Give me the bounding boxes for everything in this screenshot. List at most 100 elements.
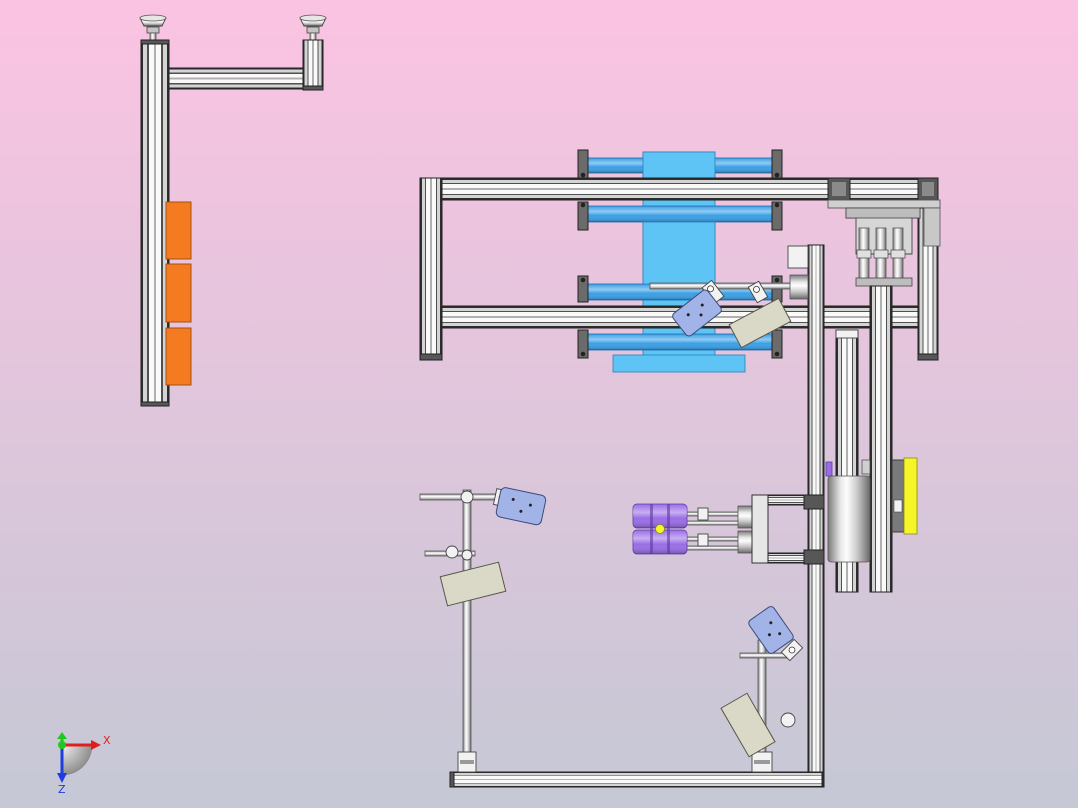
foot-pad-top[interactable] <box>299 14 327 22</box>
upper-blue-camera[interactable] <box>671 279 725 337</box>
foot-nut[interactable] <box>146 26 160 34</box>
top-horizontal-arm[interactable] <box>168 67 304 90</box>
drive-vertical-profile-a[interactable] <box>869 285 893 593</box>
camera-support-rod[interactable] <box>649 282 793 290</box>
leveling-foot-left[interactable] <box>139 14 167 41</box>
rod-clamp[interactable] <box>445 545 459 559</box>
frame-side-plate[interactable] <box>751 494 769 564</box>
camera-body[interactable] <box>671 288 723 337</box>
mount-bracket[interactable] <box>577 329 589 359</box>
x-axis-head[interactable] <box>91 740 101 750</box>
orange-block-3[interactable] <box>165 327 192 386</box>
bolt-nut <box>873 249 889 259</box>
stand-vertical-rod[interactable] <box>462 489 472 773</box>
rod[interactable] <box>686 536 740 542</box>
short-profile-end-cap[interactable] <box>302 85 324 91</box>
bracket-knob <box>753 286 760 293</box>
left-hanging-frame[interactable] <box>139 14 327 407</box>
rod-connector[interactable] <box>697 533 709 547</box>
y-axis-arrow[interactable] <box>57 732 67 749</box>
mount-bracket[interactable] <box>771 201 783 231</box>
small-block[interactable] <box>861 459 871 475</box>
y-axis-head[interactable] <box>57 732 67 739</box>
bolt-nut <box>890 249 906 259</box>
camera-body[interactable] <box>728 297 792 349</box>
yellow-plate[interactable] <box>903 457 918 535</box>
right-vertical-profile[interactable] <box>807 244 825 788</box>
frame-joint-block[interactable] <box>803 549 825 565</box>
screw <box>580 277 586 283</box>
camera-screw <box>686 313 690 317</box>
purple-roller-assembly[interactable] <box>632 494 825 565</box>
upper-gray-camera[interactable] <box>728 280 792 349</box>
bottom-base[interactable] <box>449 771 823 788</box>
rod-connector[interactable] <box>697 507 709 521</box>
blue-camera-body[interactable] <box>495 487 547 526</box>
rod[interactable] <box>686 545 740 551</box>
camera-screw <box>769 621 773 625</box>
gray-camera-body[interactable] <box>439 561 507 607</box>
top-end-block[interactable] <box>787 245 809 269</box>
profile-cap[interactable] <box>835 329 859 339</box>
mount-bracket[interactable] <box>577 275 589 303</box>
upper-top-horizontal-profile-right[interactable] <box>849 177 919 201</box>
screw <box>774 172 780 178</box>
profile-end-cap-top[interactable] <box>140 39 170 45</box>
orange-block-1[interactable] <box>165 201 192 260</box>
base-plate[interactable] <box>855 277 913 287</box>
mount-plate[interactable] <box>827 199 941 209</box>
profile-end-cap[interactable] <box>917 353 939 361</box>
blue-base-plate[interactable] <box>612 354 746 373</box>
mount-bracket[interactable] <box>771 329 783 359</box>
blue-cylinder-2[interactable] <box>587 205 773 223</box>
gray-camera-body[interactable] <box>720 692 776 758</box>
violet-spacer[interactable] <box>825 461 833 477</box>
actuator-body[interactable] <box>891 459 905 533</box>
profile-end-cap[interactable] <box>449 771 455 788</box>
yellow-marker[interactable] <box>655 524 665 534</box>
leveling-foot-right[interactable] <box>299 14 327 41</box>
gray-disc-cylinder[interactable] <box>827 475 871 563</box>
frame-bottom-rail[interactable] <box>767 552 809 564</box>
blue-column-top[interactable] <box>642 151 716 179</box>
triad-origin[interactable] <box>58 741 66 749</box>
side-plate[interactable] <box>923 207 941 247</box>
left-vertical-profile[interactable] <box>140 39 170 407</box>
foot-nut[interactable] <box>306 26 320 34</box>
right-short-vertical-profile[interactable] <box>302 39 324 91</box>
frame-top-rail[interactable] <box>767 494 809 506</box>
foot-stem[interactable] <box>309 32 317 41</box>
blue-column-mid[interactable] <box>642 221 716 285</box>
foot-stem[interactable] <box>149 32 157 41</box>
blue-camera-body[interactable] <box>747 605 795 655</box>
view-orientation-triad-icon[interactable]: X Z <box>57 732 111 796</box>
rod[interactable] <box>686 511 740 517</box>
rod-clamp[interactable] <box>460 490 474 504</box>
housing-band <box>845 207 921 219</box>
upper-top-horizontal-profile[interactable] <box>441 177 829 201</box>
gray-bearing[interactable] <box>737 505 753 529</box>
rod[interactable] <box>686 520 740 526</box>
top-crossbar[interactable] <box>419 493 497 501</box>
rod-connector[interactable] <box>789 274 809 300</box>
right-camera-stand[interactable] <box>720 605 804 773</box>
gray-bearing[interactable] <box>737 530 753 554</box>
profile-end-cap[interactable] <box>419 353 443 361</box>
foot-pad-top[interactable] <box>139 14 167 22</box>
right-drive-mechanism[interactable] <box>825 207 921 593</box>
mount-bracket[interactable] <box>577 201 589 231</box>
profile-end-cap-bottom[interactable] <box>140 401 170 407</box>
z-axis-arrow[interactable] <box>57 745 67 783</box>
x-axis-arrow[interactable] <box>62 740 101 750</box>
bottom-horizontal-profile[interactable] <box>449 771 823 788</box>
upper-left-vertical-profile[interactable] <box>419 177 443 361</box>
z-axis-head[interactable] <box>57 773 67 783</box>
frame-joint-block[interactable] <box>803 494 825 510</box>
rod-clamp[interactable] <box>461 549 473 561</box>
left-camera-stand[interactable] <box>419 487 547 773</box>
rod-clamp[interactable] <box>780 712 796 728</box>
orange-block-2[interactable] <box>165 263 192 323</box>
main-vertical-column[interactable] <box>649 244 825 788</box>
